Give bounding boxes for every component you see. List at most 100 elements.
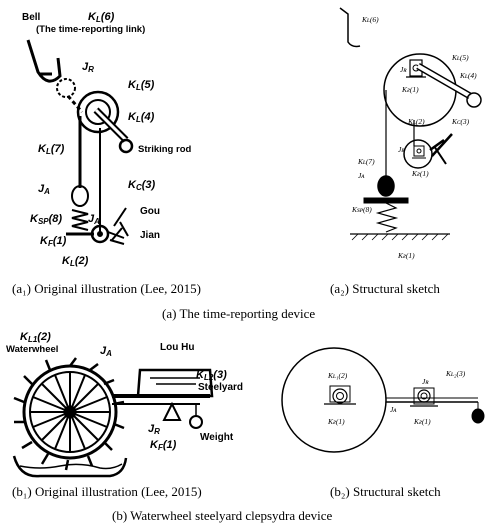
panel-a2 <box>339 7 482 241</box>
ground-hatch <box>351 233 449 241</box>
lou-hu-water <box>150 377 200 385</box>
panel-b2-labels: Kʟ₁(2) Jʀ Kʟ₂(3) Jᴀ Kғ(1) Kғ(1) <box>327 369 466 426</box>
label-kl1: Kʟ₁(2) <box>327 371 348 380</box>
panel-a2-labels: Kʟ(6) Jʀ Kʟ(5) Kʟ(4) Kғ(1) Kʟ(2) Kᴄ(3) J… <box>351 15 477 260</box>
ja-drum-center <box>97 231 103 237</box>
label-weight: Weight <box>200 432 234 443</box>
label-kl4: KL(4) <box>128 111 155 124</box>
label-kc3: Kᴄ(3) <box>451 117 470 126</box>
label-gou: Gou <box>140 206 160 217</box>
kl1-wheel <box>281 347 387 453</box>
link-dashed-line <box>66 95 84 113</box>
label-kf1-left: Kғ(1) <box>327 417 345 426</box>
label-kl1: KL1(2) <box>20 331 51 344</box>
label-kl7: Kʟ(7) <box>357 157 375 166</box>
lou-hu-container <box>136 368 214 398</box>
label-kl5: KL(5) <box>128 79 155 92</box>
link-dashed-circle <box>56 78 76 98</box>
label-kl7: KL(7) <box>38 143 65 156</box>
kl5-arm-inner <box>417 64 471 98</box>
caption-b2: (b₂) Structural sketch <box>330 484 441 499</box>
label-kl2: KL(2) <box>62 255 89 268</box>
jian-catch <box>107 231 125 245</box>
label-jb: Jʙ <box>398 145 405 154</box>
label-jian: Jian <box>140 230 160 241</box>
ksp8-spring <box>71 209 89 231</box>
kc3-arm <box>429 133 453 157</box>
label-jr: JR <box>148 423 160 436</box>
label-bell: Bell <box>22 12 41 23</box>
jr-bearing-inner <box>420 392 428 400</box>
jr-bearing-box <box>413 387 435 405</box>
kl1-bearing-outer <box>332 388 348 404</box>
label-striking-rod: Striking rod <box>138 144 192 155</box>
panel-b2 <box>281 347 485 453</box>
kl6-hook <box>339 7 361 48</box>
jr-pulley-inner <box>85 99 111 125</box>
jr-bearing-outer <box>417 389 431 403</box>
base-tank <box>12 455 128 478</box>
weight-ball <box>471 408 485 424</box>
caption-a: (a) The time-reporting device <box>162 306 315 321</box>
kl2-pulley <box>403 139 433 169</box>
label-kl5: Kʟ(5) <box>451 53 469 62</box>
panel-b1-labels: KL1(2) Waterwheel JA Lou Hu KL2(3) Steel… <box>6 331 243 452</box>
base-water <box>19 463 123 470</box>
label-kf1-mid: Kғ(1) <box>411 169 429 178</box>
label-kf1: KF(1) <box>40 235 67 248</box>
label-jr: Jʀ <box>400 65 407 74</box>
label-kl6: Kʟ(6) <box>361 15 379 24</box>
ja-drum <box>90 224 110 244</box>
kl4-end <box>466 92 482 108</box>
waterwheel-spokes <box>30 372 110 452</box>
jb-pin <box>416 148 422 154</box>
striking-rod-head <box>118 138 134 154</box>
label-link: (The time-reporting link) <box>36 24 145 35</box>
weight-ball <box>189 415 203 429</box>
label-ja-upper: JA <box>38 183 50 196</box>
caption-a1: (a₁) Original illustration (Lee, 2015) <box>12 281 201 296</box>
label-kl2: Kʟ₂(3) <box>445 369 466 378</box>
label-jr: JR <box>82 61 94 74</box>
caption-b1: (b₁) Original illustration (Lee, 2015) <box>12 484 202 499</box>
label-kf1-right: Kғ(1) <box>413 417 431 426</box>
ja-float <box>377 175 395 197</box>
label-steelyard: Steelyard <box>198 382 243 393</box>
label-kf1: KF(1) <box>150 439 177 452</box>
kc3-catch <box>433 145 447 165</box>
label-ja: JA <box>100 345 112 358</box>
kl1-bearing-box <box>329 385 351 403</box>
bell-shape <box>26 39 62 83</box>
label-lou-hu: Lou Hu <box>160 342 194 353</box>
label-kl2: Kʟ(2) <box>407 117 425 126</box>
label-kc3: KC(3) <box>128 179 156 192</box>
ksp8-spring <box>375 202 399 233</box>
waterwheel-buckets <box>13 357 125 471</box>
jb-bearing <box>413 145 425 157</box>
label-kf1-top: Kғ(1) <box>401 85 419 94</box>
label-waterwheel: Waterwheel <box>6 344 58 355</box>
panel-a1-labels: Bell KL(6) (The time-reporting link) JR … <box>22 11 192 268</box>
jr-pulley-outer <box>76 90 120 134</box>
panel-b1 <box>12 357 214 478</box>
label-ksp8: KSP(8) <box>30 213 62 226</box>
panel-a1 <box>26 39 134 245</box>
kl1-bearing-inner <box>336 392 344 400</box>
label-ja: Jᴀ <box>358 171 365 180</box>
label-jr: Jʀ <box>422 377 429 386</box>
label-ja: Jᴀ <box>390 405 397 414</box>
caption-b: (b) Waterwheel steelyard clepsydra devic… <box>112 508 333 523</box>
ja-float <box>71 185 89 207</box>
label-kl2: KL2(3) <box>196 369 227 382</box>
caption-a2: (a₂) Structural sketch <box>330 281 440 296</box>
gou-hook <box>111 207 129 241</box>
label-kl4: Kʟ(4) <box>459 71 477 80</box>
jr-pivot <box>162 401 182 421</box>
ja-plate <box>363 197 409 204</box>
label-kf1-bot: Kғ(1) <box>397 251 415 260</box>
label-ja-lower: JA <box>88 213 100 226</box>
label-kl6: KL(6) <box>88 11 115 24</box>
kl5-arm-inner <box>94 108 128 142</box>
label-ksp8: Ksᴘ(8) <box>351 205 372 214</box>
